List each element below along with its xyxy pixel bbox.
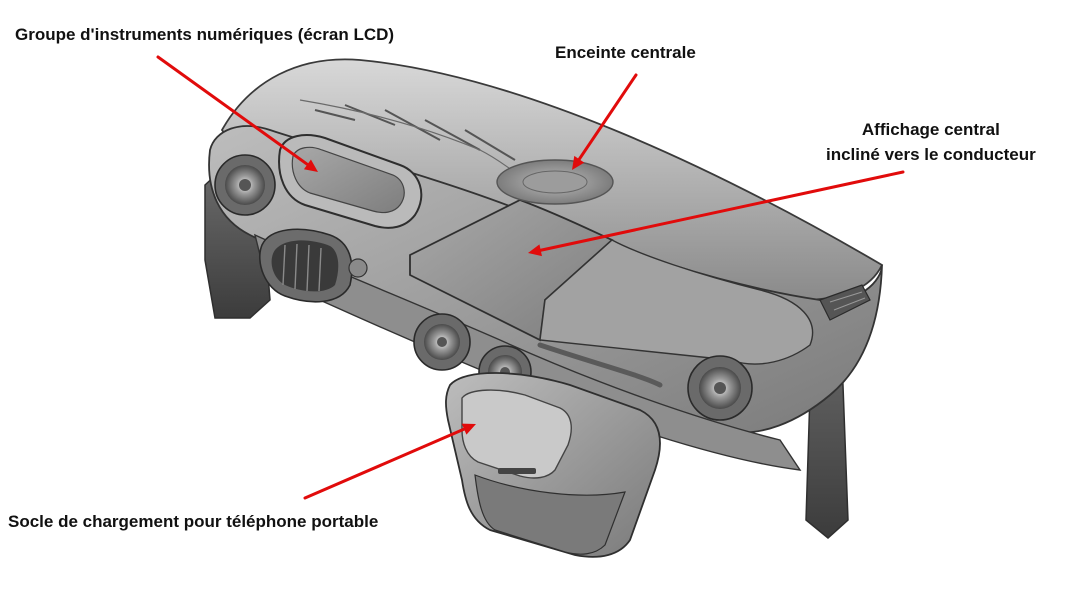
center-air-vent-left	[413, 313, 471, 371]
central-speaker-cone	[522, 170, 588, 194]
left-air-vent	[214, 154, 276, 216]
central-display-bezel	[539, 239, 814, 365]
central-display-label-line2: incliné vers le conducteur	[826, 145, 1036, 164]
phone-charging-dock	[461, 389, 572, 479]
central-display-arrow	[528, 170, 905, 257]
charging-dock-label: Socle de chargement pour téléphone porta…	[8, 512, 379, 531]
charging-dock-arrow	[303, 423, 476, 500]
callout-arrows	[156, 55, 905, 500]
defrost-vent-slats	[299, 99, 521, 176]
dashboard-trim-strip	[537, 342, 663, 388]
right-air-vent	[687, 355, 753, 421]
instrument-cluster-screen	[291, 146, 405, 214]
central-display-label-line1: Affichage central	[861, 120, 1000, 139]
central-display-label: Affichage central incliné vers le conduc…	[826, 117, 1036, 167]
console-slot	[498, 468, 536, 474]
right-end-vent	[819, 284, 871, 321]
instrument-cluster-arrow	[156, 55, 318, 172]
central-speaker-arrow	[572, 73, 638, 170]
dashboard-illustration	[204, 58, 884, 558]
lower-left-air-vent	[258, 228, 368, 303]
console-lower-body	[474, 474, 626, 555]
central-speaker-label: Enceinte centrale	[555, 43, 696, 62]
instrument-cluster-label: Groupe d'instruments numériques (écran L…	[15, 25, 395, 44]
